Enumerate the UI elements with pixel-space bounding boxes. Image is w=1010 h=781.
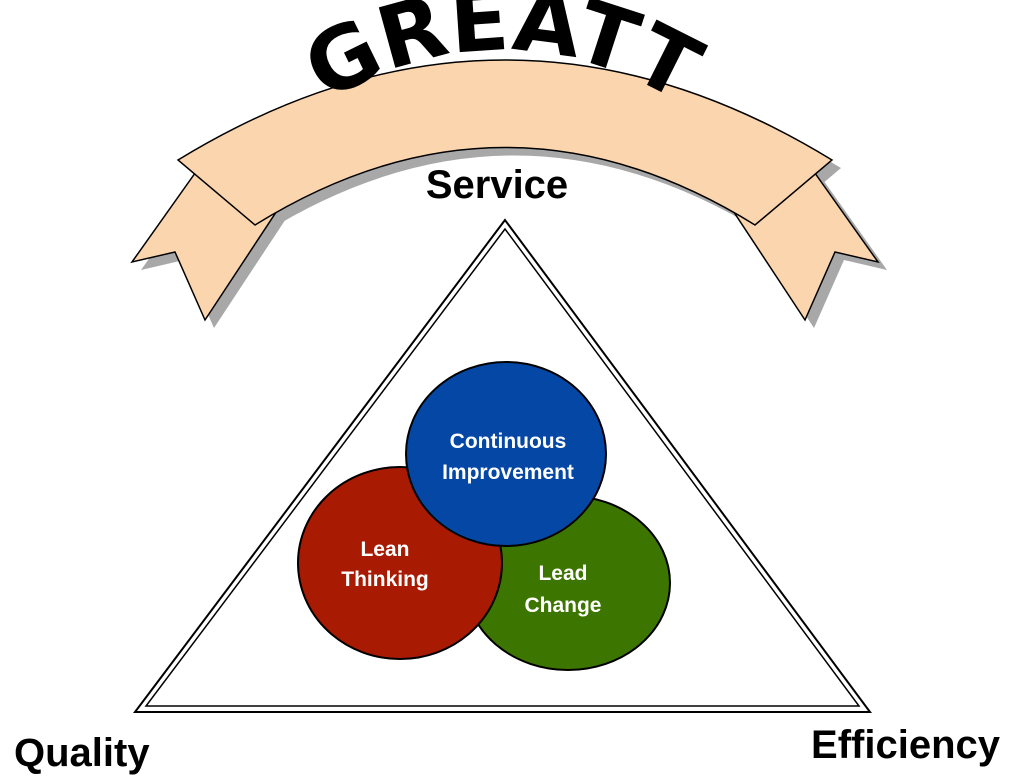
lead-change-label-line1: Lead	[538, 562, 587, 585]
continuous-improvement-label-line1: Continuous	[450, 430, 567, 453]
lean-thinking-label-line2: Thinking	[341, 568, 429, 591]
banner-band	[176, 59, 834, 226]
triangle-inner	[144, 227, 861, 707]
venn-circles: Continuous Improvement Lean Thinking Lea…	[297, 361, 671, 671]
vertex-label-efficiency: Efficiency	[811, 723, 1001, 767]
lead-change-label-line2: Change	[524, 594, 601, 617]
circle-continuous-improvement	[405, 361, 607, 547]
vertex-label-service: Service	[426, 163, 568, 207]
lean-thinking-label-line1: Lean	[360, 538, 409, 561]
continuous-improvement-label-line2: Improvement	[442, 461, 574, 484]
vertex-label-quality: Quality	[14, 731, 150, 775]
banner: GREATT	[130, 0, 887, 328]
